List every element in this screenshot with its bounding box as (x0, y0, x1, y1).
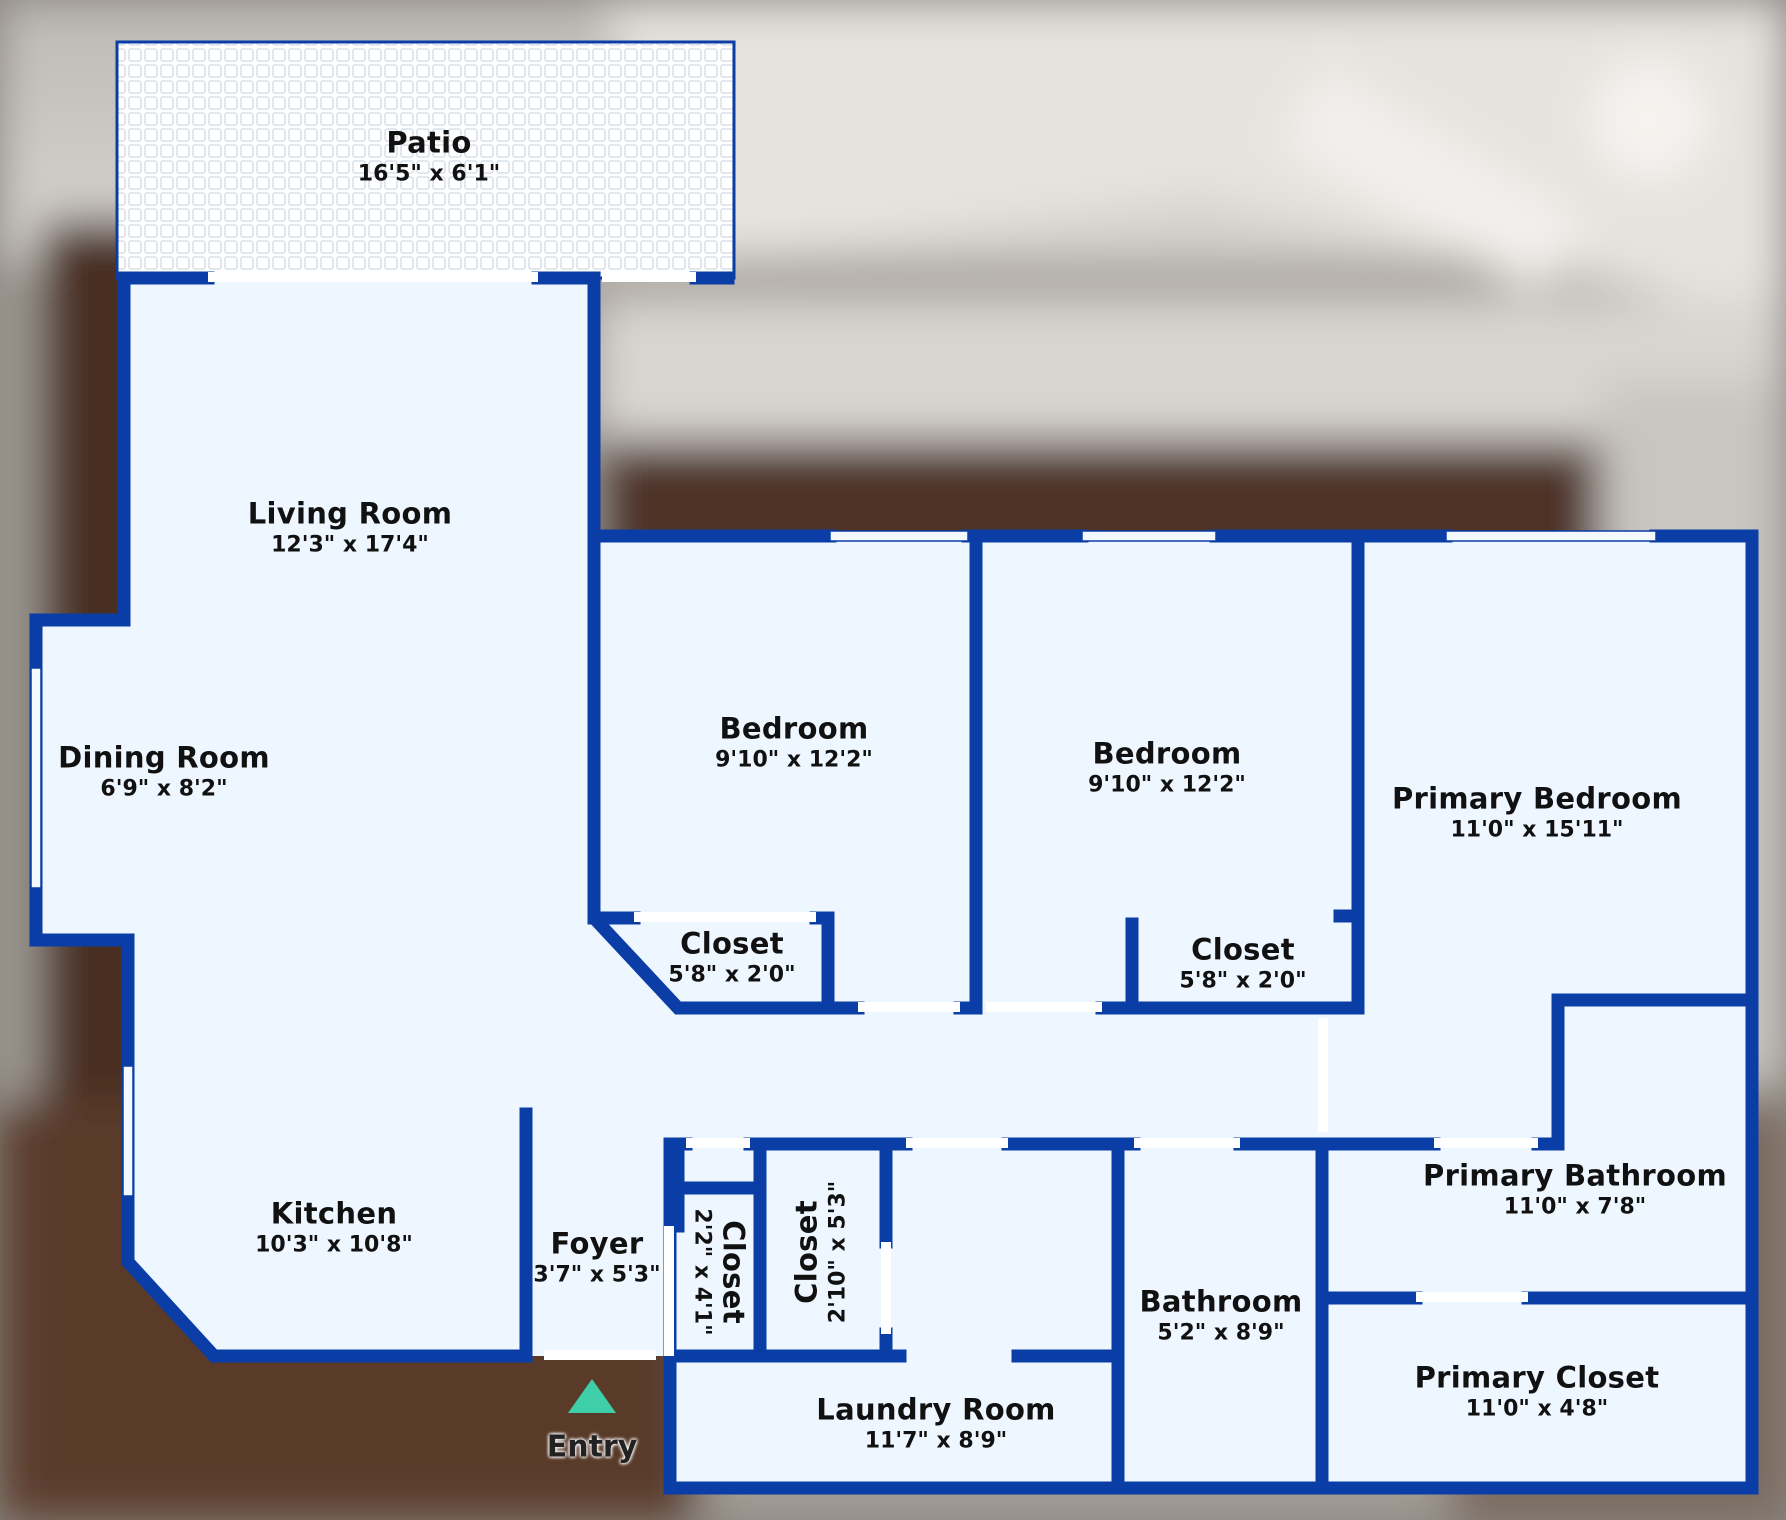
room-dims: 9'10" x 12'2" (715, 748, 873, 774)
room-dims: 6'9" x 8'2" (100, 777, 228, 803)
room-dims: 5'8" x 2'0" (668, 963, 796, 989)
room-label-closet-4: Closet 2'10" x 5'3" (789, 1180, 852, 1324)
room-name: Kitchen (270, 1196, 398, 1231)
room-dims: 9'10" x 12'2" (1088, 773, 1246, 799)
walls (29, 271, 1759, 1495)
windows (30, 530, 1657, 1197)
room-name: Bathroom (1139, 1284, 1303, 1319)
room-name: Bedroom (1092, 736, 1242, 771)
room-label-closet-2: Closet 5'8" x 2'0" (1179, 932, 1307, 995)
room-name: Closet (680, 926, 784, 961)
room-dims: 11'0" x 7'8" (1503, 1195, 1647, 1221)
room-label-closet-3: Closet 2'2" x 4'1" (689, 1208, 750, 1335)
room-label-patio: Patio 16'5" x 6'1" (357, 125, 501, 188)
room-label-primary-bedroom: Primary Bedroom 11'0" x 15'11" (1392, 781, 1682, 844)
room-label-bedroom-1: Bedroom 9'10" x 12'2" (715, 711, 873, 774)
room-label-bathroom: Bathroom 5'2" x 8'9" (1139, 1284, 1303, 1347)
room-label-foyer: Foyer 3'7" x 5'3" (533, 1226, 661, 1289)
room-name: Primary Closet (1414, 1360, 1660, 1395)
room-label-laundry-room: Laundry Room 11'7" x 8'9" (816, 1392, 1056, 1455)
room-name: Foyer (550, 1226, 644, 1261)
room-name: Patio (386, 125, 472, 160)
room-name: Closet (1191, 932, 1295, 967)
room-label-dining-room: Dining Room 6'9" x 8'2" (58, 740, 270, 803)
room-dims: 2'10" x 5'3" (826, 1180, 852, 1324)
room-dims: 11'0" x 4'8" (1465, 1397, 1609, 1423)
entry-label: Entry (546, 1429, 638, 1465)
room-dims: 11'0" x 15'11" (1450, 818, 1624, 844)
room-label-primary-closet: Primary Closet 11'0" x 4'8" (1414, 1360, 1660, 1423)
patio-area (115, 40, 736, 280)
floor-fill (36, 278, 1752, 1488)
room-label-primary-bathroom: Primary Bathroom 11'0" x 7'8" (1423, 1158, 1727, 1221)
room-dims: 5'2" x 8'9" (1157, 1321, 1285, 1347)
room-dims: 11'7" x 8'9" (864, 1429, 1008, 1455)
room-name: Closet (789, 1200, 824, 1304)
room-dims: 12'3" x 17'4" (271, 533, 429, 559)
room-name: Closet (716, 1220, 751, 1324)
room-name: Bedroom (719, 711, 869, 746)
room-label-kitchen: Kitchen 10'3" x 10'8" (255, 1196, 413, 1259)
room-dims: 16'5" x 6'1" (357, 162, 501, 188)
room-label-living-room: Living Room 12'3" x 17'4" (247, 496, 453, 559)
room-dims: 10'3" x 10'8" (255, 1233, 413, 1259)
room-name: Primary Bedroom (1392, 781, 1682, 816)
room-name: Laundry Room (816, 1392, 1056, 1427)
room-dims: 3'7" x 5'3" (533, 1263, 661, 1289)
room-dims: 5'8" x 2'0" (1179, 969, 1307, 995)
room-label-bedroom-2: Bedroom 9'10" x 12'2" (1088, 736, 1246, 799)
room-dims: 2'2" x 4'1" (688, 1208, 714, 1336)
door-openings (208, 272, 1538, 1360)
room-name: Primary Bathroom (1423, 1158, 1727, 1193)
room-name: Dining Room (58, 740, 270, 775)
room-name: Living Room (247, 496, 453, 531)
entry-arrow-icon (568, 1379, 616, 1413)
room-label-closet-1: Closet 5'8" x 2'0" (668, 926, 796, 989)
